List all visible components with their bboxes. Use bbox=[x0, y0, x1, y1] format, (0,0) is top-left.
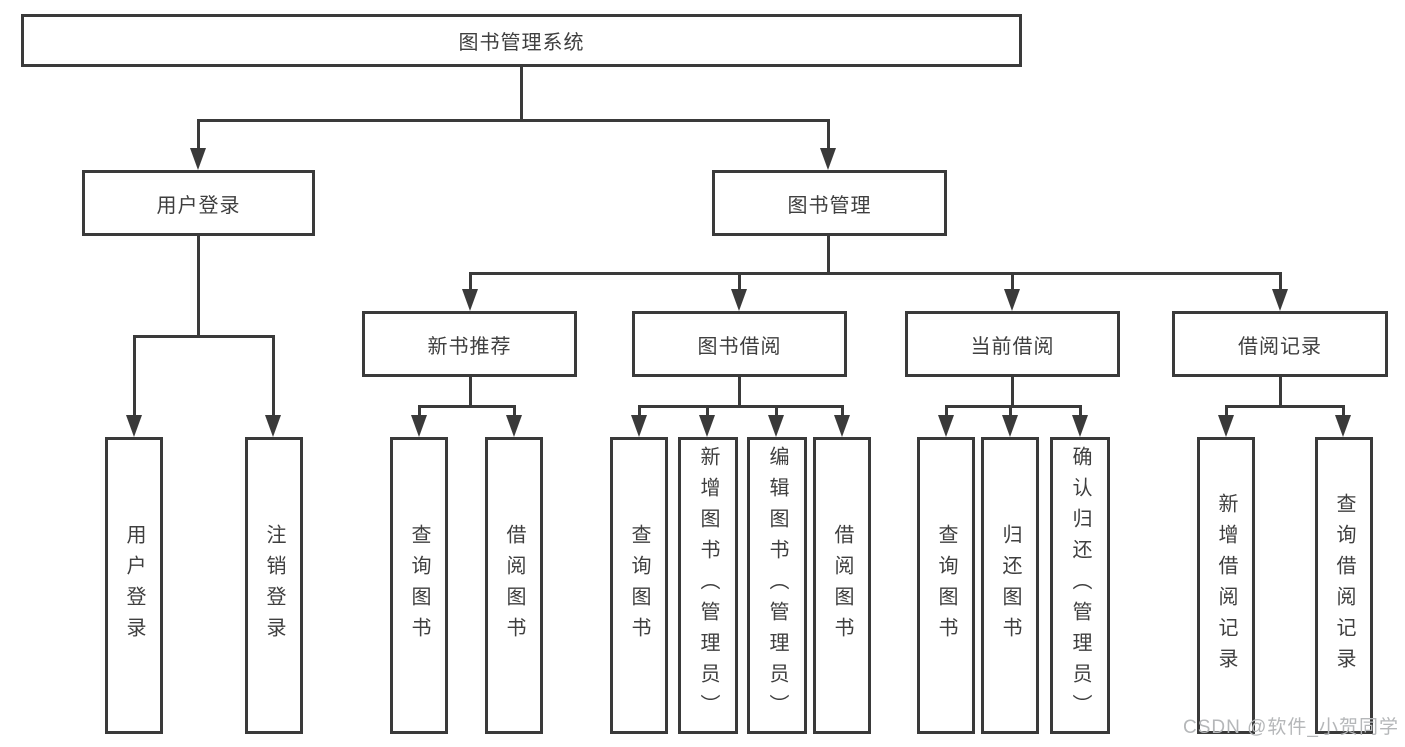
connector-stub bbox=[1342, 405, 1345, 419]
connector-stub bbox=[272, 335, 275, 417]
connector-stub bbox=[945, 405, 948, 419]
node-label: 用户登录 bbox=[156, 194, 241, 217]
arrowhead-down-icon bbox=[411, 415, 427, 437]
connector-stub bbox=[638, 405, 641, 419]
connector-stub bbox=[738, 272, 741, 292]
leaf-currentborrow-return-books: 归还图书 bbox=[981, 437, 1039, 734]
connector-stub bbox=[775, 405, 778, 419]
leaf-label: 新增图书（管理员） bbox=[697, 446, 719, 725]
connector-split bbox=[945, 405, 1082, 408]
leaf-user-login: 用户登录 bbox=[105, 437, 163, 734]
arrowhead-down-icon bbox=[265, 415, 281, 437]
connector-root-split bbox=[197, 119, 830, 122]
node-label: 图书管理 bbox=[787, 194, 872, 217]
arrowhead-down-icon bbox=[1002, 415, 1018, 437]
node-book-borrow: 图书借阅 bbox=[632, 311, 847, 377]
arrowhead-down-icon bbox=[1272, 289, 1288, 311]
connector-drop bbox=[197, 236, 200, 337]
connector-drop bbox=[738, 377, 741, 408]
connector-drop bbox=[1011, 377, 1014, 408]
connector-stub bbox=[418, 405, 421, 419]
connector-stub bbox=[1009, 405, 1012, 419]
arrowhead-down-icon bbox=[126, 415, 142, 437]
connector-stub bbox=[1279, 272, 1282, 292]
arrowhead-down-icon bbox=[1004, 289, 1020, 311]
connector-stub bbox=[827, 119, 830, 151]
node-label: 图书借阅 bbox=[697, 335, 782, 358]
leaf-label: 查询图书 bbox=[628, 523, 650, 648]
leaf-label: 借阅图书 bbox=[503, 523, 525, 648]
leaf-label: 借阅图书 bbox=[831, 523, 853, 648]
leaf-label: 查询图书 bbox=[408, 523, 430, 648]
leaf-bookborrow-edit-books-admin: 编辑图书（管理员） bbox=[747, 437, 807, 734]
node-label: 新书推荐 bbox=[427, 335, 512, 358]
arrowhead-down-icon bbox=[731, 289, 747, 311]
arrowhead-down-icon bbox=[462, 289, 478, 311]
leaf-label: 查询借阅记录 bbox=[1333, 492, 1355, 679]
connector-root-drop bbox=[520, 67, 523, 121]
leaf-newbooks-query-books: 查询图书 bbox=[390, 437, 448, 734]
arrowhead-down-icon bbox=[631, 415, 647, 437]
connector-split bbox=[133, 335, 275, 338]
node-label: 借阅记录 bbox=[1238, 335, 1322, 358]
connector-stub bbox=[513, 405, 516, 419]
leaf-label: 编辑图书（管理员） bbox=[766, 446, 788, 725]
arrowhead-down-icon bbox=[1218, 415, 1234, 437]
leaf-currentborrow-query-books: 查询图书 bbox=[917, 437, 975, 734]
leaf-label: 归还图书 bbox=[999, 523, 1021, 648]
connector-stub bbox=[1225, 405, 1228, 419]
leaf-records-query-borrow-record: 查询借阅记录 bbox=[1315, 437, 1373, 734]
leaf-bookborrow-borrow-books: 借阅图书 bbox=[813, 437, 871, 734]
connector-stub bbox=[469, 272, 472, 292]
connector-split bbox=[638, 405, 844, 408]
connector-stub bbox=[841, 405, 844, 419]
connector-stub bbox=[1011, 272, 1014, 292]
leaf-bookborrow-query-books: 查询图书 bbox=[610, 437, 668, 734]
leaf-label: 注销登录 bbox=[263, 523, 285, 648]
arrowhead-down-icon bbox=[506, 415, 522, 437]
connector-stub bbox=[133, 335, 136, 417]
connector-drop bbox=[469, 377, 472, 408]
connector-drop bbox=[827, 236, 830, 274]
node-root-system: 图书管理系统 bbox=[21, 14, 1022, 67]
arrowhead-down-icon bbox=[938, 415, 954, 437]
leaf-bookborrow-add-books-admin: 新增图书（管理员） bbox=[678, 437, 738, 734]
connector-split bbox=[418, 405, 516, 408]
node-borrow-records: 借阅记录 bbox=[1172, 311, 1388, 377]
connector-drop bbox=[1279, 377, 1282, 408]
leaf-label: 确认归还（管理员） bbox=[1069, 446, 1091, 725]
node-new-book-rec: 新书推荐 bbox=[362, 311, 577, 377]
arrowhead-down-icon bbox=[834, 415, 850, 437]
connector-split bbox=[1225, 405, 1345, 408]
leaf-records-add-borrow-record: 新增借阅记录 bbox=[1197, 437, 1255, 734]
arrowhead-down-icon bbox=[820, 148, 836, 170]
arrowhead-down-icon bbox=[190, 148, 206, 170]
node-label: 当前借阅 bbox=[970, 335, 1055, 358]
arrowhead-down-icon bbox=[1335, 415, 1351, 437]
node-current-borrow: 当前借阅 bbox=[905, 311, 1120, 377]
leaf-newbooks-borrow-books: 借阅图书 bbox=[485, 437, 543, 734]
leaf-label: 查询图书 bbox=[935, 523, 957, 648]
leaf-label: 用户登录 bbox=[123, 523, 145, 648]
connector-stub bbox=[1079, 405, 1082, 419]
csdn-watermark: CSDN @软件_小贺同学 bbox=[1183, 717, 1399, 738]
arrowhead-down-icon bbox=[768, 415, 784, 437]
arrowhead-down-icon bbox=[699, 415, 715, 437]
leaf-logout: 注销登录 bbox=[245, 437, 303, 734]
connector-stub bbox=[197, 119, 200, 151]
connector-stub bbox=[706, 405, 709, 419]
leaf-currentborrow-confirm-return-admin: 确认归还（管理员） bbox=[1050, 437, 1110, 734]
arrowhead-down-icon bbox=[1072, 415, 1088, 437]
leaf-label: 新增借阅记录 bbox=[1215, 492, 1237, 679]
node-root-label: 图书管理系统 bbox=[458, 32, 585, 54]
connector-split bbox=[469, 272, 1282, 275]
node-book-mgmt-group: 图书管理 bbox=[712, 170, 947, 236]
node-user-login-group: 用户登录 bbox=[82, 170, 315, 236]
